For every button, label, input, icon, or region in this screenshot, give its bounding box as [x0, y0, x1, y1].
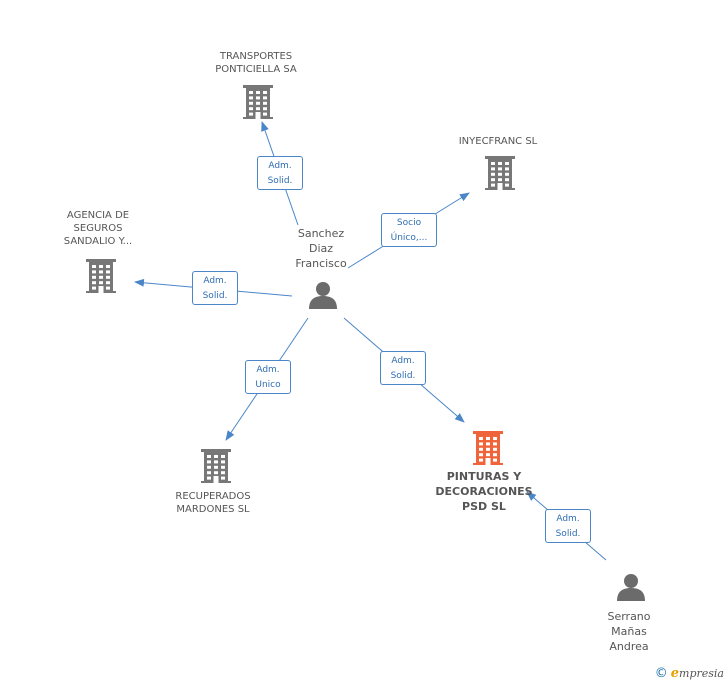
node-label-line: PSD SL — [462, 500, 506, 513]
node-label-line: MARDONES SL — [176, 504, 250, 515]
person-icon — [309, 282, 337, 309]
node-recuperados[interactable]: RECUPERADOS MARDONES SL — [163, 490, 263, 516]
node-label-line: AGENCIA DE — [66, 210, 130, 221]
building-icon — [243, 85, 273, 119]
edge-label-line: Adm. — [556, 514, 580, 524]
copyright-symbol: © — [654, 666, 668, 681]
building-icon — [201, 449, 231, 483]
node-label-line: Sanchez — [297, 227, 345, 240]
person-icon — [617, 574, 645, 601]
node-inyecfranc[interactable]: INYECFRANC SL — [448, 135, 548, 148]
node-sanchez[interactable]: Sanchez Diaz Francisco — [282, 226, 360, 271]
edge-label-to-recuperados[interactable]: Adm. Unico — [245, 360, 291, 394]
edge-label-to-pinturas[interactable]: Adm. Solid. — [380, 351, 426, 385]
edge-label-line: Unico — [255, 380, 281, 390]
edge-label-to-agencia[interactable]: Adm. Solid. — [192, 271, 238, 305]
node-label-line: Francisco — [295, 257, 347, 270]
node-pinturas[interactable]: PINTURAS Y DECORACIONES PSD SL — [428, 469, 540, 514]
node-label-line: PONTICIELLA SA — [215, 64, 297, 75]
building-icon — [485, 156, 515, 190]
node-label-line: SANDALIO Y... — [63, 236, 133, 247]
brand-initial: e — [670, 666, 680, 681]
node-label-line: PINTURAS Y — [446, 470, 522, 483]
node-label-line: RECUPERADOS — [175, 491, 251, 502]
edge-label-line: Único,... — [390, 233, 428, 243]
edge-label-line: Solid. — [267, 176, 293, 186]
edge-label-serrano-to-pinturas[interactable]: Adm. Solid. — [545, 509, 591, 543]
edge-label-to-inyecfranc[interactable]: Socio Único,... — [381, 213, 437, 247]
node-label-line: Mañas — [611, 625, 647, 638]
node-transportes[interactable]: TRANSPORTES PONTICIELLA SA — [205, 50, 307, 76]
node-agencia[interactable]: AGENCIA DE SEGUROS SANDALIO Y... — [50, 209, 146, 248]
brand-name: mpresia — [679, 667, 724, 680]
edge-label-line: Solid. — [390, 371, 416, 381]
edge-label-line: Socio — [396, 218, 422, 228]
node-label-line: DECORACIONES — [435, 485, 533, 498]
node-label-line: SEGUROS — [73, 223, 123, 234]
edge-label-line: Solid. — [555, 529, 581, 539]
edge-label-line: Adm. — [203, 276, 227, 286]
node-label-line: INYECFRANC SL — [458, 136, 538, 147]
edge-label-line: Adm. — [268, 161, 292, 171]
edge-label-to-transportes[interactable]: Adm. Solid. — [257, 156, 303, 190]
edge-label-line: Adm. — [391, 356, 415, 366]
node-label-line: Andrea — [609, 640, 649, 653]
node-label-line: TRANSPORTES — [219, 51, 293, 62]
edge-label-line: Solid. — [202, 291, 228, 301]
empresia-logo: empresia — [671, 666, 724, 681]
building-icon — [473, 431, 503, 465]
edge-label-line: Adm. — [256, 365, 280, 375]
node-label-line: Diaz — [308, 242, 334, 255]
building-icon — [86, 259, 116, 293]
copyright-footer[interactable]: © empresia — [655, 666, 724, 681]
node-label-line: Serrano — [607, 610, 651, 623]
node-serrano[interactable]: Serrano Mañas Andrea — [590, 609, 668, 654]
